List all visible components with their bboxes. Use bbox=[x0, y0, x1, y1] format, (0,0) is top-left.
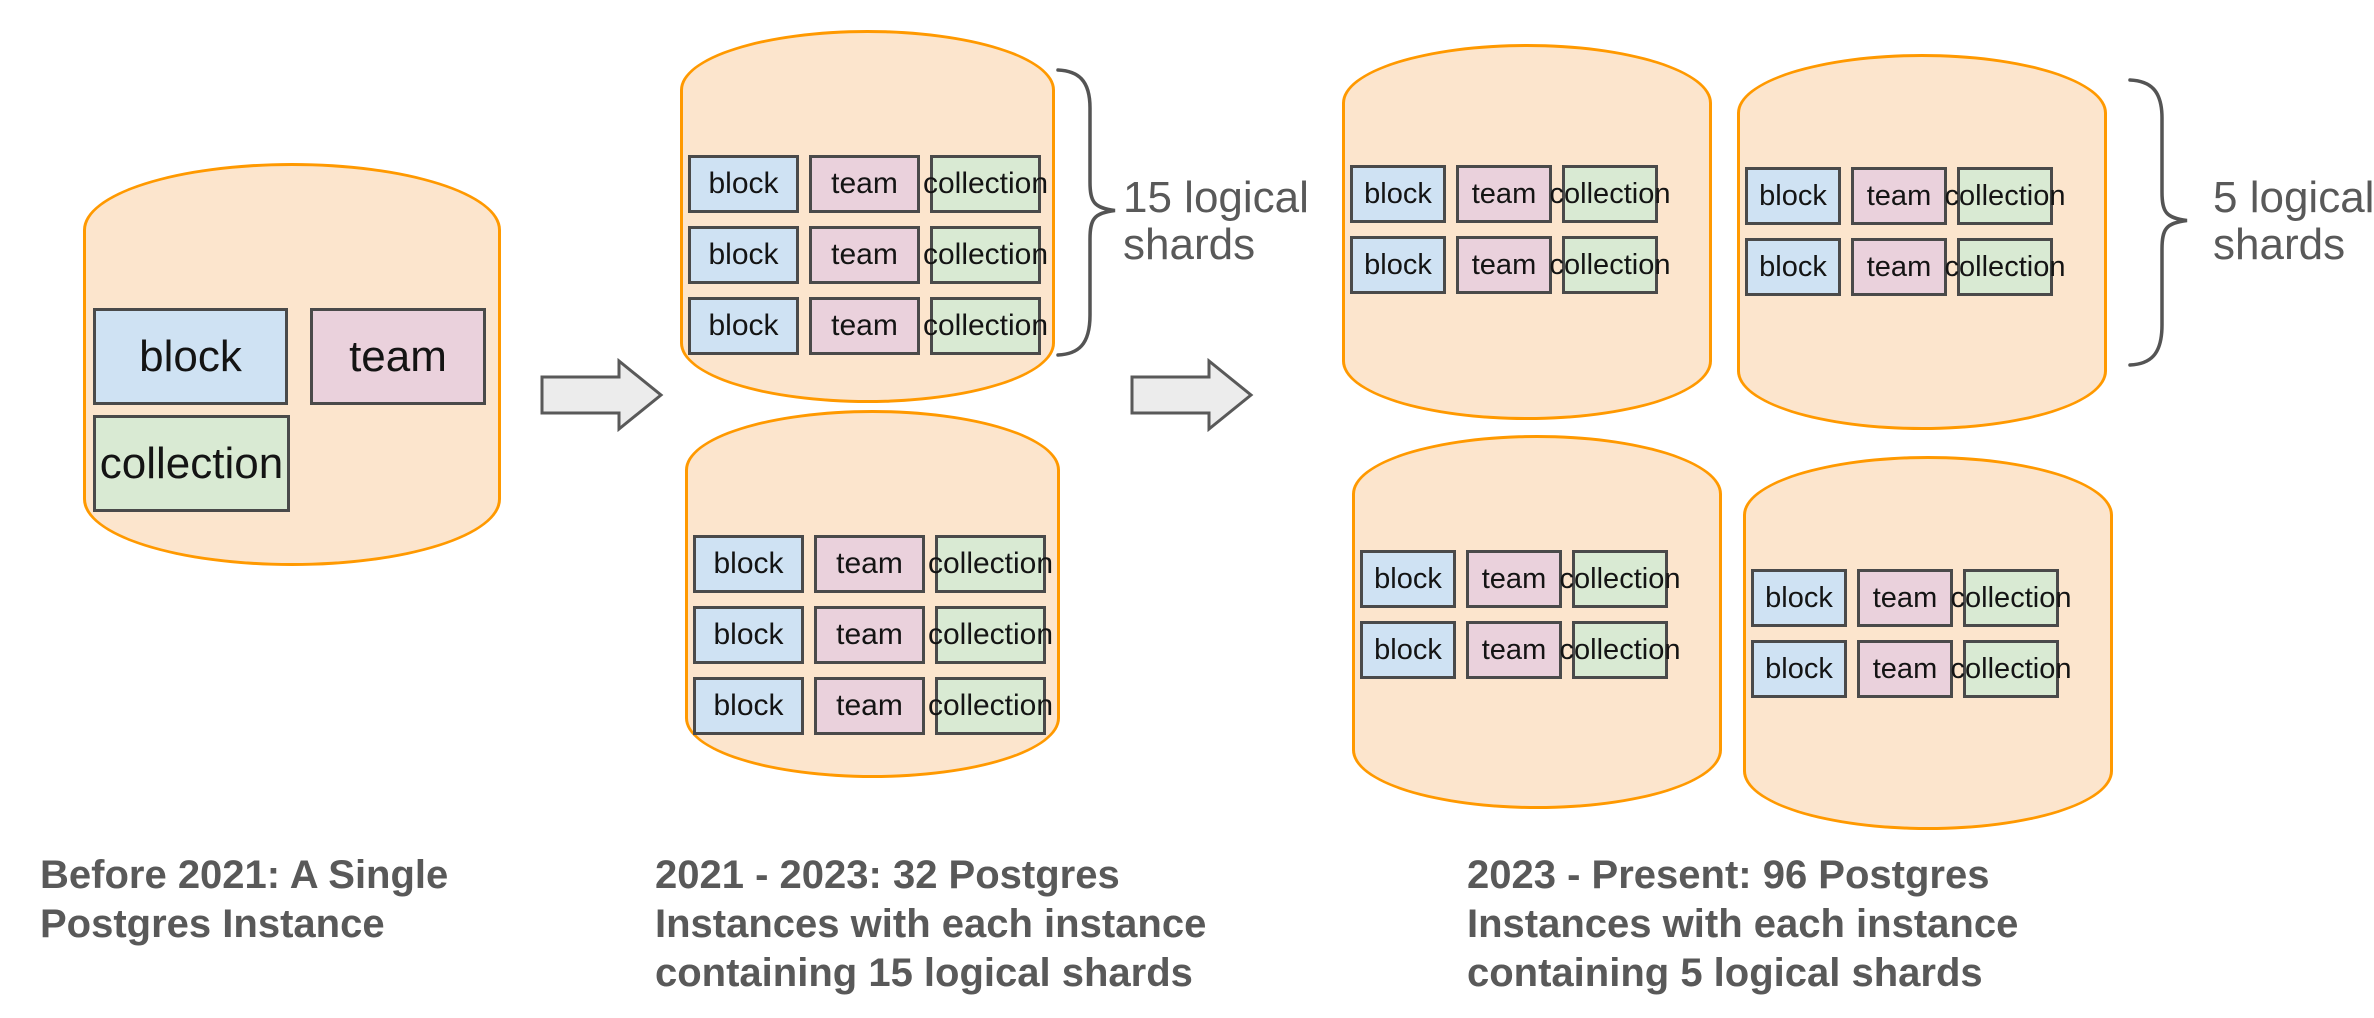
table-box-block: block bbox=[1745, 238, 1841, 296]
table-box-collection: collection bbox=[1951, 640, 2071, 698]
table-box-team: team bbox=[1851, 238, 1947, 296]
logical-shard-row: block team collection bbox=[693, 677, 1060, 735]
stage3-postgres-instance-cylinder-1: block team collection block team collect… bbox=[1342, 44, 1712, 420]
caption-line: Instances with each instance bbox=[1467, 902, 2019, 946]
table-box-team: team bbox=[1456, 236, 1552, 294]
stage1-postgres-instance-cylinder: block team collection bbox=[83, 163, 501, 566]
table-box-block: block bbox=[1360, 550, 1456, 608]
caption-line: Postgres Instance bbox=[40, 902, 385, 946]
shard-count-label-stage3: 5 logical shards bbox=[2213, 174, 2374, 268]
curly-brace-icon bbox=[2128, 78, 2188, 367]
table-box-block: block bbox=[688, 155, 799, 213]
table-rows: block team collection block team collect… bbox=[1743, 569, 2113, 698]
table-box-collection: collection bbox=[1951, 569, 2071, 627]
table-box-collection: collection bbox=[1560, 621, 1680, 679]
shard-label-line: shards bbox=[1123, 220, 1256, 269]
logical-shard-row: block team collection bbox=[1360, 550, 1722, 608]
logical-shard-row: block team collection bbox=[1751, 569, 2113, 627]
caption-line: containing 15 logical shards bbox=[655, 951, 1193, 995]
table-box-collection: collection bbox=[923, 226, 1048, 284]
stage3-postgres-instance-cylinder-4: block team collection block team collect… bbox=[1743, 456, 2113, 830]
table-box-block: block bbox=[688, 297, 799, 355]
table-box-collection: collection bbox=[1945, 167, 2065, 225]
logical-shard-row: block team collection bbox=[1360, 621, 1722, 679]
table-row: collection bbox=[93, 415, 501, 512]
table-box-block: block bbox=[688, 226, 799, 284]
table-rows: block team collection block team collect… bbox=[1352, 550, 1722, 679]
caption-line: 2021 - 2023: 32 Postgres bbox=[655, 853, 1120, 897]
table-box-team: team bbox=[1857, 569, 1953, 627]
caption-line: 2023 - Present: 96 Postgres bbox=[1467, 853, 1990, 897]
table-box-block: block bbox=[693, 606, 804, 664]
caption-line: Instances with each instance bbox=[655, 902, 1207, 946]
table-box-collection: collection bbox=[1945, 238, 2065, 296]
table-box-team: team bbox=[1466, 550, 1562, 608]
table-box-block: block bbox=[693, 677, 804, 735]
stage3-caption: 2023 - Present: 96 Postgres Instances wi… bbox=[1467, 851, 2018, 998]
stage2-caption: 2021 - 2023: 32 Postgres Instances with … bbox=[655, 851, 1206, 998]
table-box-collection: collection bbox=[93, 415, 290, 512]
logical-shard-row: block team collection bbox=[693, 535, 1060, 593]
table-box-collection: collection bbox=[928, 606, 1053, 664]
table-box-block: block bbox=[693, 535, 804, 593]
table-rows: block team collection block team collect… bbox=[685, 535, 1060, 735]
transition-arrow-icon bbox=[1130, 358, 1254, 432]
shard-label-line: 5 logical bbox=[2213, 173, 2374, 222]
shard-count-label-stage2: 15 logical shards bbox=[1123, 174, 1309, 268]
table-box-block: block bbox=[1751, 640, 1847, 698]
caption-line: containing 5 logical shards bbox=[1467, 951, 1983, 995]
table-box-team: team bbox=[814, 677, 925, 735]
table-box-collection: collection bbox=[1560, 550, 1680, 608]
table-box-team: team bbox=[1851, 167, 1947, 225]
table-box-block: block bbox=[93, 308, 288, 405]
shard-label-line: shards bbox=[2213, 220, 2346, 269]
table-box-team: team bbox=[809, 155, 920, 213]
table-box-team: team bbox=[814, 535, 925, 593]
table-box-team: team bbox=[809, 297, 920, 355]
stage3-postgres-instance-cylinder-2: block team collection block team collect… bbox=[1737, 54, 2107, 430]
table-box-team: team bbox=[814, 606, 925, 664]
table-box-collection: collection bbox=[923, 155, 1048, 213]
table-rows: block team collection block team collect… bbox=[1737, 167, 2107, 296]
table-box-block: block bbox=[1350, 165, 1446, 223]
logical-shard-row: block team collection bbox=[1745, 167, 2107, 225]
table-box-block: block bbox=[1360, 621, 1456, 679]
table-box-block: block bbox=[1350, 236, 1446, 294]
logical-shard-row: block team collection bbox=[688, 226, 1055, 284]
table-rows: block team collection block team collect… bbox=[680, 155, 1055, 355]
table-box-team: team bbox=[1456, 165, 1552, 223]
table-box-collection: collection bbox=[928, 535, 1053, 593]
table-box-collection: collection bbox=[1550, 165, 1670, 223]
logical-shard-row: block team collection bbox=[1350, 165, 1712, 223]
table-box-block: block bbox=[1745, 167, 1841, 225]
logical-shard-row: block team collection bbox=[1745, 238, 2107, 296]
transition-arrow-icon bbox=[540, 358, 664, 432]
logical-shard-row: block team collection bbox=[693, 606, 1060, 664]
table-rows: block team collection bbox=[83, 308, 501, 512]
table-box-collection: collection bbox=[1550, 236, 1670, 294]
table-box-team: team bbox=[310, 308, 486, 405]
logical-shard-row: block team collection bbox=[688, 155, 1055, 213]
logical-shard-row: block team collection bbox=[1751, 640, 2113, 698]
table-box-block: block bbox=[1751, 569, 1847, 627]
table-box-collection: collection bbox=[923, 297, 1048, 355]
table-box-team: team bbox=[1857, 640, 1953, 698]
logical-shard-row: block team collection bbox=[1350, 236, 1712, 294]
caption-line: Before 2021: A Single bbox=[40, 853, 449, 897]
logical-shard-row: block team collection bbox=[688, 297, 1055, 355]
stage2-postgres-instance-cylinder-1: block team collection block team collect… bbox=[680, 30, 1055, 403]
table-row: block team bbox=[93, 308, 501, 405]
stage3-postgres-instance-cylinder-3: block team collection block team collect… bbox=[1352, 435, 1722, 809]
stage1-caption: Before 2021: A Single Postgres Instance bbox=[40, 851, 448, 949]
table-box-collection: collection bbox=[928, 677, 1053, 735]
shard-label-line: 15 logical bbox=[1123, 173, 1309, 222]
table-rows: block team collection block team collect… bbox=[1342, 165, 1712, 294]
table-box-team: team bbox=[809, 226, 920, 284]
stage2-postgres-instance-cylinder-2: block team collection block team collect… bbox=[685, 410, 1060, 778]
table-box-team: team bbox=[1466, 621, 1562, 679]
curly-brace-icon bbox=[1056, 68, 1116, 357]
